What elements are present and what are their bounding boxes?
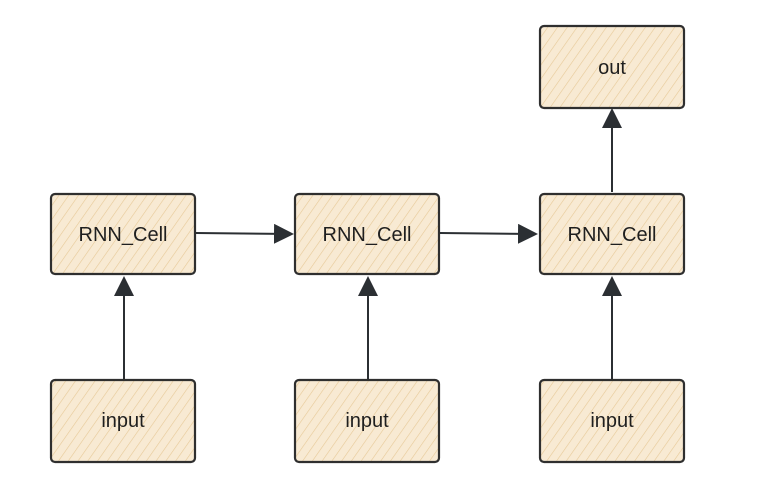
input-node-2: input bbox=[293, 378, 441, 464]
input-2-box bbox=[293, 378, 441, 464]
rnn-cell-1-label: RNN_Cell bbox=[79, 224, 168, 246]
output-node: out bbox=[538, 24, 686, 110]
input-node-3: input bbox=[538, 378, 686, 464]
rnn-cell-3-box bbox=[538, 192, 686, 276]
input-node-1: input bbox=[49, 378, 197, 464]
input-3-label: input bbox=[590, 410, 634, 432]
rnn-cell-3-label: RNN_Cell bbox=[568, 224, 657, 246]
rnn-cell-1: RNN_Cell bbox=[49, 192, 197, 276]
arrow-cell2-to-cell3 bbox=[439, 223, 538, 244]
input-1-label: input bbox=[101, 410, 145, 432]
input-1-box bbox=[49, 378, 197, 464]
input-3-box bbox=[538, 378, 686, 464]
input-2-label: input bbox=[345, 410, 389, 432]
rnn-cell-2-label: RNN_Cell bbox=[323, 224, 412, 246]
output-label: out bbox=[598, 57, 626, 79]
rnn-cell-2: RNN_Cell bbox=[293, 192, 441, 276]
output-box bbox=[538, 24, 686, 110]
arrow-cell1-to-cell2 bbox=[195, 223, 294, 244]
rnn-cell-1-box bbox=[49, 192, 197, 276]
rnn-cell-2-box bbox=[293, 192, 441, 276]
rnn-cell-3: RNN_Cell bbox=[538, 192, 686, 276]
